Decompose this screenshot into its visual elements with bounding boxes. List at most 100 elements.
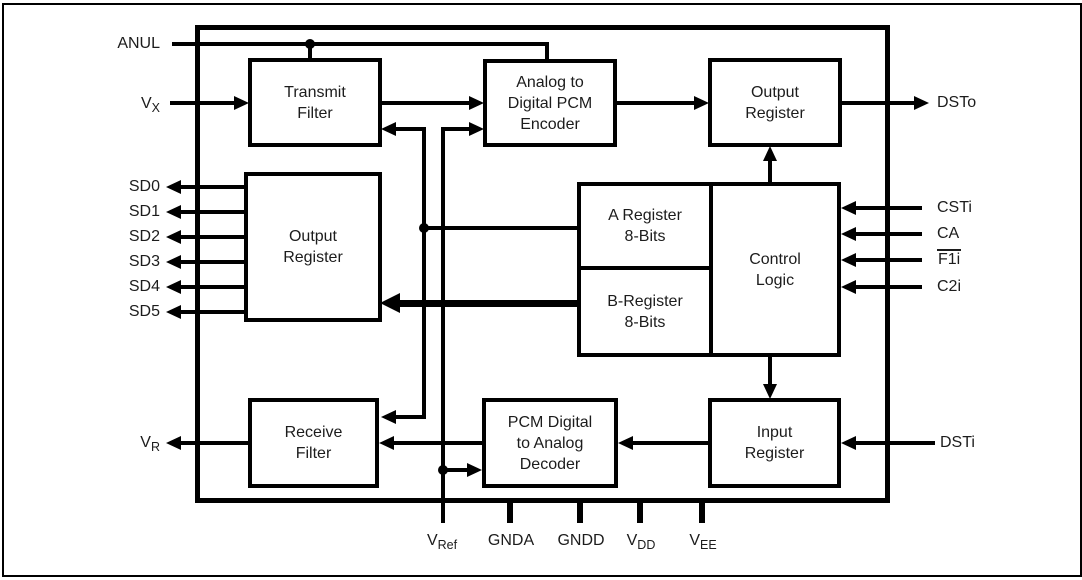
- block-label-a-register: A Register 8-Bits: [608, 207, 682, 245]
- arrowhead-sd4: [166, 280, 181, 294]
- pin-label-gnda: GNDA: [487, 532, 535, 549]
- pin-label-csti: CSTi: [937, 199, 972, 216]
- arrowhead-sd3: [166, 255, 181, 269]
- arrowhead-into-receive-filter: [379, 436, 394, 450]
- block-pcm-decoder: PCM Digital to Analog Decoder: [482, 398, 618, 488]
- pin-label-f1i: F1i: [937, 249, 962, 268]
- wire-csti: [856, 206, 922, 210]
- block-label-output-register-top: Output Register: [745, 83, 805, 122]
- pin-label-vx: VX: [140, 95, 160, 116]
- arrowhead-control-to-output-register: [763, 146, 777, 161]
- arrowhead-ca: [841, 227, 856, 241]
- block-adc-encoder: Analog to Digital PCM Encoder: [483, 59, 617, 147]
- wire-into-encoder: [441, 127, 469, 131]
- arrowhead-receive-filter-top: [381, 410, 396, 424]
- block-transmit-filter: Transmit Filter: [248, 58, 382, 147]
- pin-label-ca: CA: [937, 225, 960, 242]
- arrowhead-vr: [166, 436, 181, 450]
- block-label-control-logic: Control Logic: [749, 250, 801, 289]
- junction-dot-a-register: [419, 223, 429, 233]
- wire-anul-to-transmit-filter: [308, 46, 312, 60]
- arrowhead-csti: [841, 201, 856, 215]
- wire-dsti: [855, 441, 935, 445]
- chip-outline: [195, 25, 890, 503]
- pin-label-anul: ANUL: [117, 35, 160, 52]
- pin-label-sd0: SD0: [128, 178, 160, 195]
- block-input-register: Input Register: [708, 398, 841, 488]
- arrowhead-into-transmit-filter: [381, 122, 396, 136]
- wire-vref: [441, 127, 445, 523]
- wire-vr: [181, 441, 248, 445]
- pin-label-dsti: DSTi: [940, 434, 975, 451]
- pin-label-sd2: SD2: [128, 228, 160, 245]
- pin-label-vr: VR: [140, 434, 160, 455]
- arrowhead-vx: [234, 96, 249, 110]
- wire-input-register-to-decoder: [632, 441, 708, 445]
- wire-sd3: [180, 260, 244, 264]
- wire-encoder-to-output-register: [617, 101, 694, 105]
- wire-c2i: [856, 285, 922, 289]
- wire-filter-to-encoder: [381, 101, 469, 105]
- wire-gnda: [507, 500, 513, 523]
- wire-vertical-a: [422, 127, 426, 419]
- wire-control-to-input-register: [768, 355, 772, 385]
- block-a-register: A Register 8-Bits: [577, 182, 713, 270]
- block-label-pcm-decoder: PCM Digital to Analog Decoder: [507, 413, 593, 473]
- block-b-register: B-Register 8-Bits: [577, 266, 713, 357]
- wire-vref-to-decoder: [445, 468, 467, 472]
- wire-dsto: [841, 101, 914, 105]
- pin-label-sd5: SD5: [128, 303, 160, 320]
- page-border: [2, 3, 1082, 577]
- arrowhead-dsto: [914, 96, 929, 110]
- arrowhead-vref-to-decoder: [467, 463, 482, 477]
- block-label-input-register: Input Register: [744, 424, 805, 462]
- wire-to-receive-filter-top: [396, 415, 426, 419]
- wire-decoder-to-receive-filter: [394, 441, 482, 445]
- junction-dot-vref: [438, 465, 448, 475]
- block-receive-filter: Receive Filter: [248, 398, 379, 488]
- wire-vdd: [637, 500, 643, 523]
- block-label-adc-encoder: Analog to Digital PCM Encoder: [507, 73, 593, 133]
- arrowhead-sd5: [166, 305, 181, 319]
- junction-dot-anul: [305, 39, 315, 49]
- wire-vee: [699, 500, 705, 523]
- pin-label-vee: VEE: [689, 532, 717, 553]
- wire-f1i: [856, 258, 922, 262]
- wire-into-transmit-filter: [396, 127, 426, 131]
- wire-sd0: [180, 185, 244, 189]
- block-output-register-left: Output Register: [244, 172, 382, 322]
- block-label-output-register-left: Output Register: [283, 228, 343, 266]
- block-label-transmit-filter: Transmit Filter: [284, 83, 346, 122]
- pin-label-vdd: VDD: [626, 532, 656, 553]
- pin-label-sd1: SD1: [128, 203, 160, 220]
- bus-b-register-to-output-register: [398, 300, 577, 307]
- pin-label-dsto: DSTo: [937, 94, 977, 111]
- arrowhead-dsti: [841, 436, 856, 450]
- pin-label-sd3: SD3: [128, 253, 160, 270]
- wire-ca: [856, 232, 922, 236]
- block-output-register-top: Output Register: [708, 58, 842, 147]
- wire-sd2: [180, 235, 244, 239]
- pin-label-gndd: GNDD: [557, 532, 605, 549]
- arrowhead-control-to-input-register: [763, 384, 777, 399]
- pin-label-sd4: SD4: [128, 278, 160, 295]
- wire-sd4: [180, 285, 244, 289]
- pin-label-vref: VRef: [426, 532, 458, 553]
- block-control-logic: Control Logic: [709, 182, 841, 357]
- block-label-receive-filter: Receive Filter: [284, 424, 343, 462]
- wire-sd5: [180, 310, 244, 314]
- wire-gndd: [577, 500, 583, 523]
- arrowhead-sd2: [166, 230, 181, 244]
- arrowhead-c2i: [841, 280, 856, 294]
- pin-label-c2i: C2i: [937, 278, 962, 295]
- arrowhead-bus-b-register: [380, 293, 400, 313]
- arrowhead-into-decoder: [618, 436, 633, 450]
- arrowhead-f1i: [841, 253, 856, 267]
- arrowhead-filter-to-encoder: [469, 96, 484, 110]
- arrowhead-encoder-to-output-register: [694, 96, 709, 110]
- arrowhead-into-encoder: [469, 122, 484, 136]
- block-label-b-register: B-Register 8-Bits: [607, 292, 683, 331]
- wire-vx: [170, 101, 234, 105]
- arrowhead-sd1: [166, 205, 181, 219]
